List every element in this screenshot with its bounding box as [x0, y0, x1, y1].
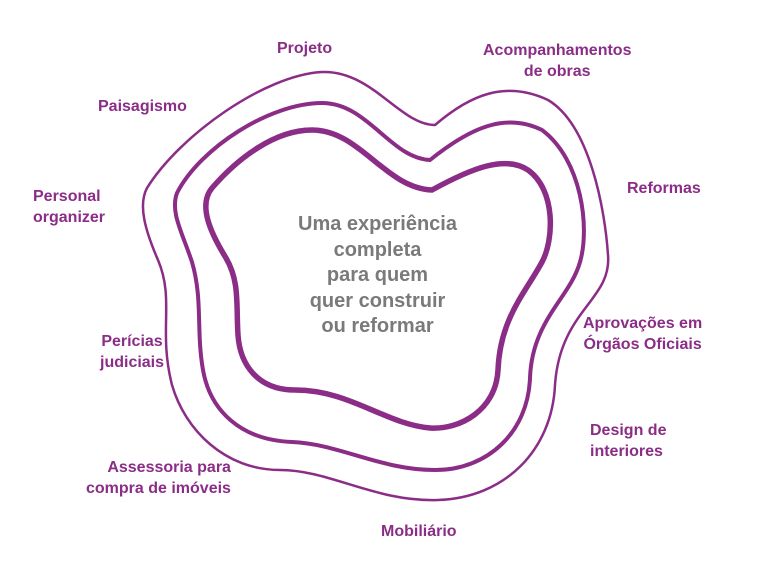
service-acompanhamentos-de-obras: Acompanhamentos de obras: [483, 42, 632, 80]
outer-ring: [141, 70, 610, 502]
service-paisagismo: Paisagismo: [98, 98, 187, 115]
service-reformas: Reformas: [627, 180, 701, 197]
inner-ring: [203, 127, 554, 431]
service-assessoria-compra-imoveis: Assessoria para compra de imóveis: [86, 459, 231, 497]
service-mobiliario: Mobiliário: [381, 523, 457, 540]
service-aprovacoes-orgaos-oficiais: Aprovações em Órgãos Oficiais: [583, 315, 703, 353]
service-pericias-judiciais: Perícias judiciais: [100, 333, 165, 371]
service-personal-organizer: Personal organizer: [33, 188, 106, 226]
center-message: Uma experiência completa para quem quer …: [298, 213, 457, 337]
service-design-de-interiores: Design de interiores: [590, 422, 667, 460]
service-projeto: Projeto: [277, 40, 333, 57]
middle-ring: [172, 100, 586, 473]
